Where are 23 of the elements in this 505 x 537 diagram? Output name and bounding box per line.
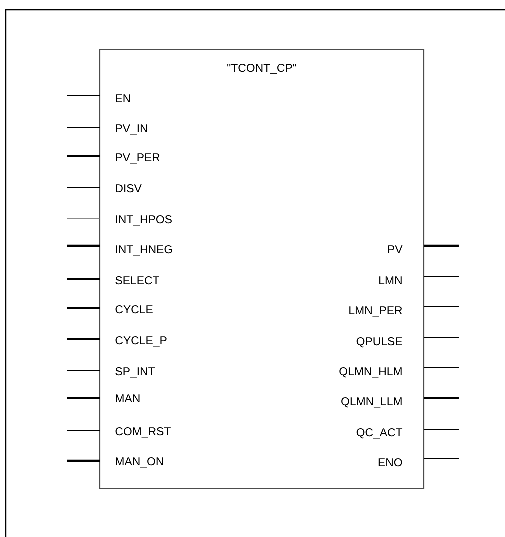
function-block — [66, 49, 459, 490]
pin-label: QLMN_HLM — [340, 368, 402, 378]
pin-label: QC_ACT — [356, 428, 403, 439]
pin-label: SELECT — [116, 276, 160, 285]
pin-label: DISV — [116, 184, 142, 193]
pin-label: SP_INT — [116, 368, 156, 378]
pin-label: MAN_ON — [116, 458, 164, 468]
pin-label: QLMN_LLM — [342, 398, 402, 408]
pin-label: LMN_PER — [350, 306, 402, 317]
pin-label: EN — [116, 94, 130, 102]
pin-label: PV — [388, 246, 403, 254]
pin-label: PV_IN — [116, 124, 148, 135]
pin-label: CYCLE — [116, 306, 153, 314]
pin-label: PV_PER — [116, 154, 160, 164]
pin-label: INT_HPOS — [116, 216, 172, 226]
pin-label: MAN — [116, 394, 140, 402]
pin-label: ENO — [378, 458, 402, 467]
pin-label: QPULSE — [356, 338, 402, 348]
pin-label: LMN — [380, 276, 402, 284]
pin-label: INT_HNEG — [116, 246, 172, 256]
pin-label: COM_RST — [116, 428, 171, 438]
pin-label: CYCLE_P — [116, 336, 167, 347]
block-title: "TCONT_CP" — [228, 64, 296, 74]
